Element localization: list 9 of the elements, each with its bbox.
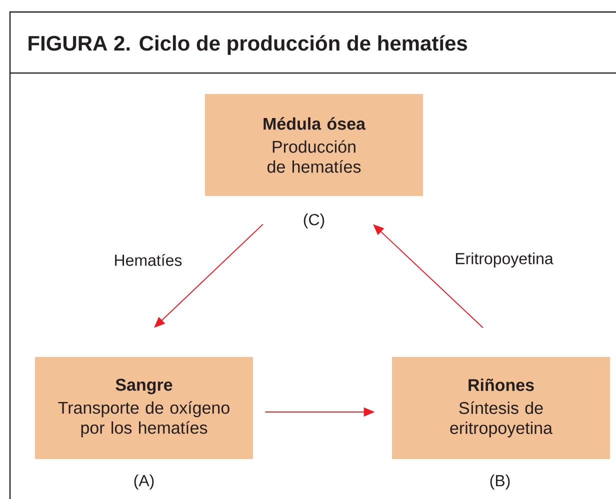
edge-label: Hematíes — [112, 253, 184, 267]
callout-letter: (C) — [304, 214, 324, 228]
process-box: Médula ósea Producción de hematíes — [205, 94, 423, 196]
callout-letter: (A) — [134, 474, 154, 490]
process-box: Sangre Transporte de oxígeno por los hematíes — [35, 357, 253, 459]
figure-title: FIGURA 2. Ciclo de producción de hematíes — [28, 35, 468, 55]
edge-label: Eritropoyetina — [454, 252, 554, 268]
callout-letter: (B) — [490, 474, 510, 490]
process-box: Riñones Síntesis de eritropoyetina — [392, 357, 610, 459]
